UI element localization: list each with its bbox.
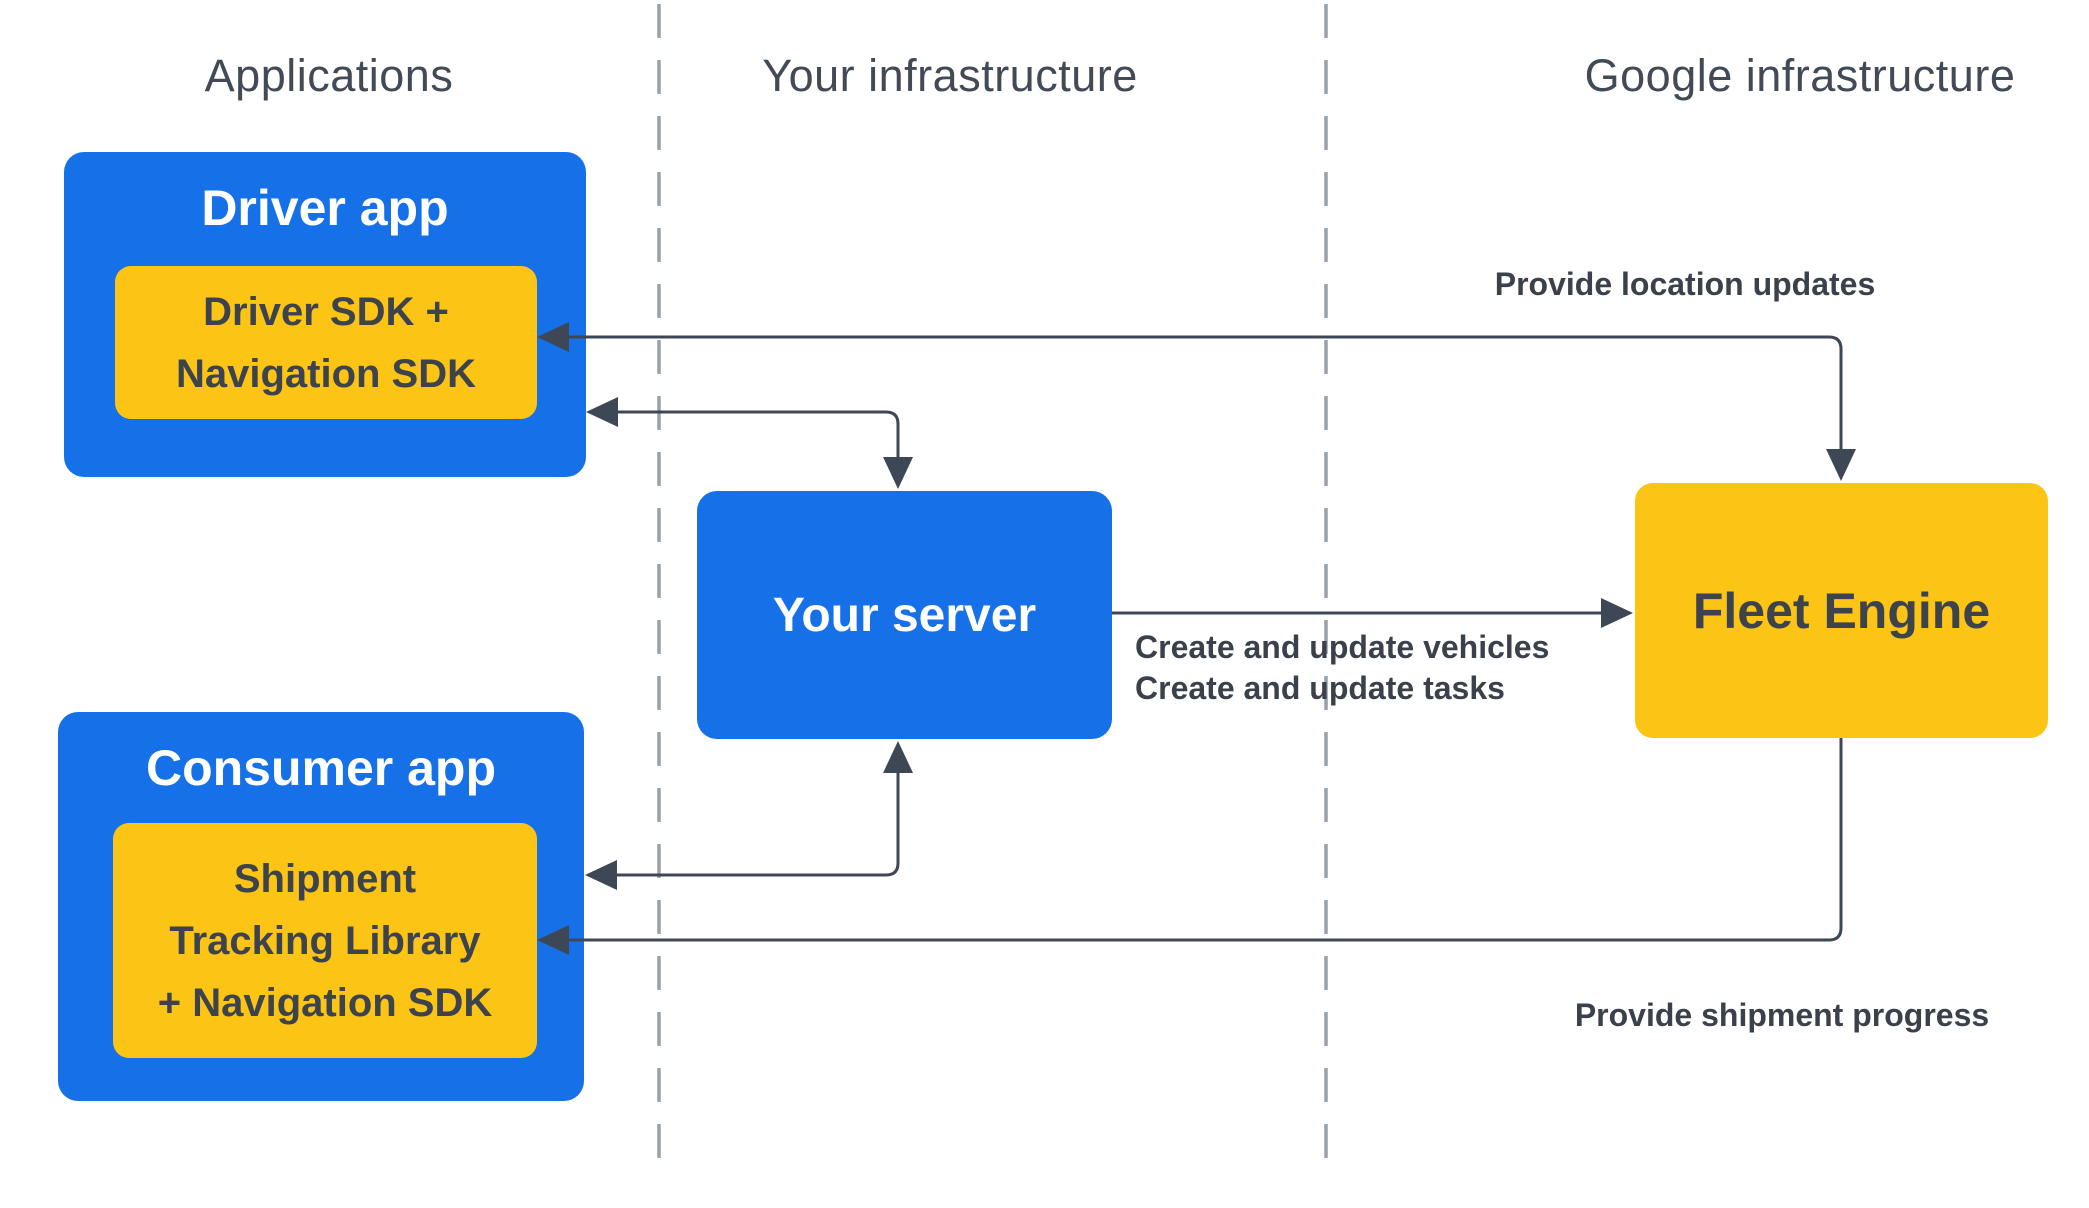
arrowhead-into-driver-app [586,397,618,427]
consumer-app-title: Consumer app [145,740,497,796]
consumer-sdk-line: Tracking Library [169,918,481,963]
arrowhead-into-server-top [883,457,913,489]
arrowhead-into-server-bottom [883,741,913,773]
column-header-google-infrastructure: Google infrastructure [1584,50,2016,101]
label-provide-shipment-progress: Provide shipment progress [1574,997,1990,1033]
label-create-and-update: Create and update vehicles Create and up… [1135,627,1549,709]
arrow-driver-server [615,410,900,459]
fleet-engine-title: Fleet Engine [1692,582,1991,639]
arrowhead-into-consumer-sdk [537,925,569,955]
column-header-applications: Applications [204,50,454,101]
arrow-fleet-to-consumer-sdk [566,738,1843,942]
consumer-app-box: Consumer app Shipment Tracking Library +… [58,712,584,1101]
arrowhead-into-consumer-app [585,860,617,890]
column-header-your-infrastructure: Your infrastructure [762,50,1138,101]
driver-sdk-line: Navigation SDK [175,351,477,396]
driver-app-title: Driver app [201,180,449,236]
driver-app-box: Driver app Driver SDK + Navigation SDK [64,152,586,477]
consumer-sdk-line: + Navigation SDK [157,980,493,1025]
arrowhead-into-driver-sdk [537,322,569,352]
consumer-sdk-line: Shipment [233,856,417,901]
label-create-vehicles: Create and update vehicles [1135,629,1550,665]
your-server-box: Your server [697,491,1112,739]
your-server-title: Your server [772,588,1037,642]
arrow-server-consumer [614,771,900,877]
driver-sdk-line: Driver SDK + [203,289,449,334]
arrowhead-into-fleet-engine-top [1826,449,1856,481]
fleet-engine-box: Fleet Engine [1635,483,2048,738]
shipment-tracking-library-box: Shipment Tracking Library + Navigation S… [113,823,537,1058]
arrow-fleet-to-driver-sdk [566,335,1843,452]
label-provide-location-updates: Provide location updates [1494,266,1876,302]
label-create-tasks: Create and update tasks [1135,670,1505,706]
arrowhead-into-fleet-engine-left [1601,598,1633,628]
driver-sdk-box: Driver SDK + Navigation SDK [115,266,537,419]
